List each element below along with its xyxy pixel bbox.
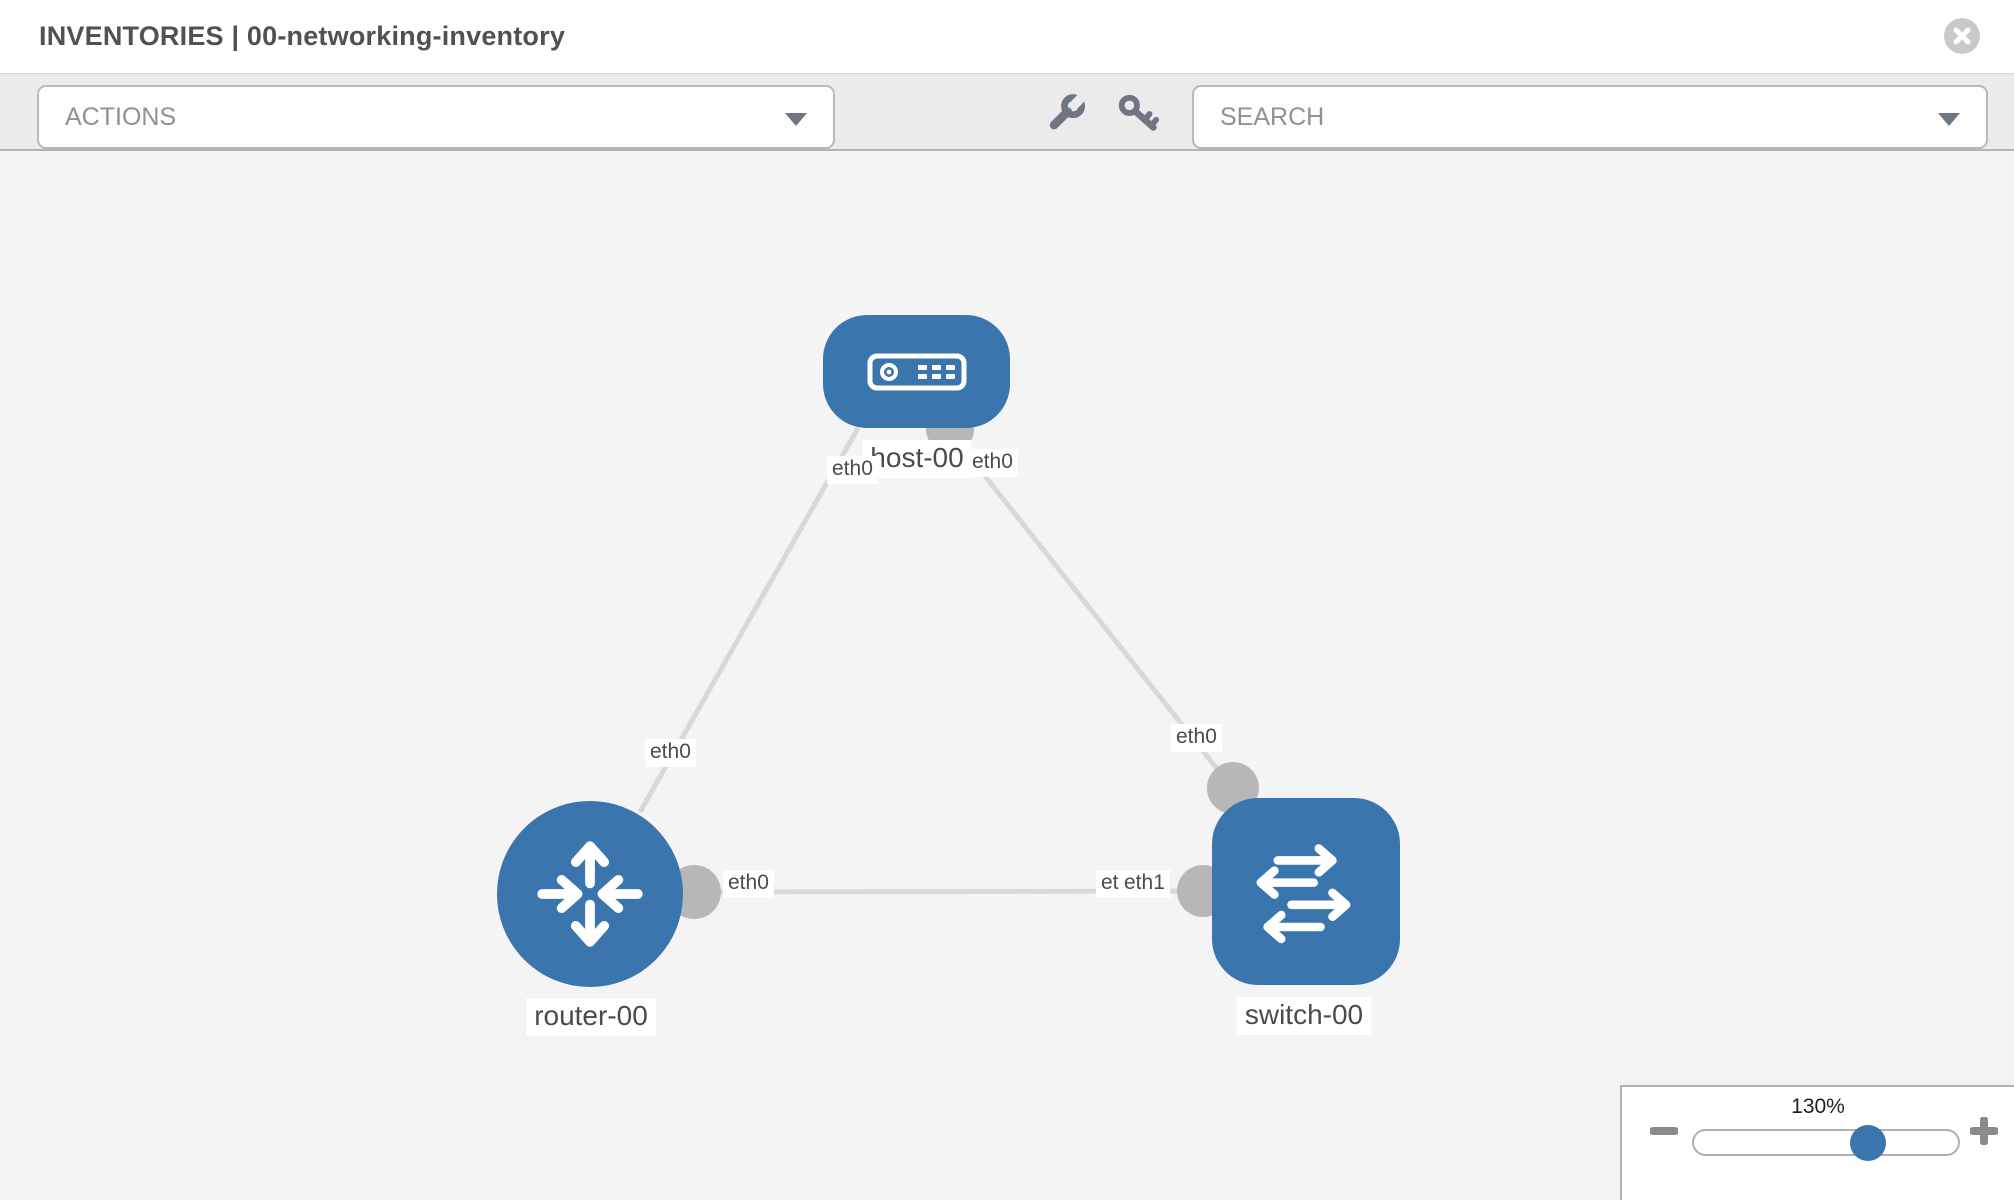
toolbar: ACTIONS SEARCH: [0, 73, 2014, 151]
iface-label-router-switch-routerside: eth0: [723, 870, 774, 898]
key-icon: [1118, 94, 1160, 131]
router-icon: [537, 841, 643, 947]
plus-icon: [1969, 1116, 1999, 1146]
actions-dropdown[interactable]: ACTIONS: [37, 85, 835, 149]
node-label-switch-00: switch-00: [1236, 997, 1372, 1035]
key-management-button[interactable]: [1046, 91, 1092, 137]
close-icon: [1953, 27, 1971, 45]
iface-label-host-switch-switchside: eth0: [1171, 724, 1222, 752]
zoom-slider-knob[interactable]: [1850, 1125, 1886, 1161]
node-label-host-00: host-00: [862, 440, 972, 478]
chevron-down-icon: [1938, 113, 1960, 126]
links-layer: [637, 405, 1259, 919]
minus-icon: [1649, 1127, 1679, 1135]
host-icon: [867, 353, 966, 390]
zoom-control-panel: 130%: [1620, 1085, 2014, 1200]
actions-dropdown-label: ACTIONS: [65, 102, 177, 131]
machine-credential-button[interactable]: [1115, 91, 1161, 137]
chevron-down-icon: [785, 113, 807, 126]
close-button[interactable]: [1944, 18, 1980, 54]
node-switch-00[interactable]: [1212, 798, 1400, 985]
search-dropdown[interactable]: SEARCH: [1192, 85, 1988, 149]
zoom-out-button[interactable]: [1649, 1117, 1679, 1150]
wrench-icon: [1049, 93, 1086, 130]
iface-label-router-switch-switchside: eth1: [1119, 870, 1170, 898]
node-label-router-00: router-00: [526, 998, 656, 1036]
window-header: INVENTORIES | 00-networking-inventory: [0, 0, 2014, 73]
node-router-00[interactable]: [497, 801, 683, 987]
page-title: INVENTORIES | 00-networking-inventory: [39, 21, 566, 51]
search-placeholder: SEARCH: [1220, 102, 1325, 131]
zoom-level-value: 130%: [1791, 1095, 1845, 1118]
iface-label-host-router-routerside: eth0: [645, 739, 696, 767]
switch-icon: [1256, 843, 1351, 943]
zoom-in-button[interactable]: [1969, 1116, 1999, 1150]
iface-label-host-router-hostside: eth0: [827, 456, 878, 484]
zoom-slider-track[interactable]: [1692, 1125, 1960, 1161]
node-host-00[interactable]: [823, 315, 1010, 428]
iface-label-host-switch-hostside: eth0: [967, 449, 1018, 477]
topology-canvas[interactable]: host-00 router-00 switch-00 eth0 eth0 et…: [0, 151, 2014, 1200]
